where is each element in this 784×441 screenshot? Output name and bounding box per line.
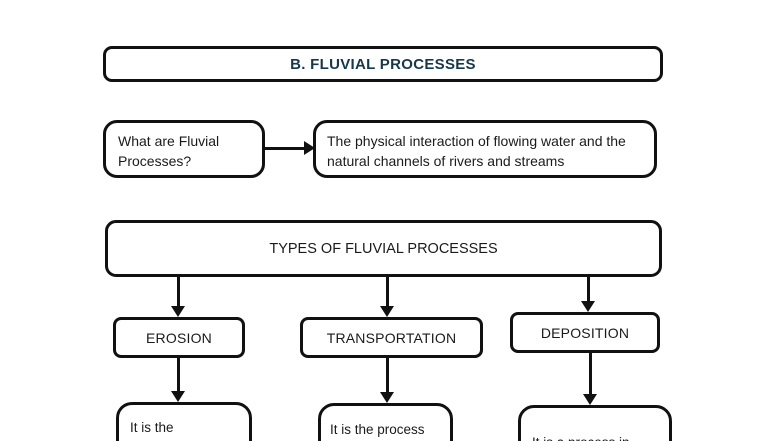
arrow-down-icon [171,306,185,317]
arrow-down-shaft [589,353,592,394]
title-box: B. FLUVIAL PROCESSES [103,46,663,82]
process-label: DEPOSITION [540,324,630,341]
types-box: TYPES OF FLUVIAL PROCESSES [105,220,662,277]
process-label: TRANSPORTATION [326,329,457,346]
arrow-down-icon [380,306,394,317]
process-box-deposition: DEPOSITION [510,312,660,353]
description-box-transportation: It is the process [318,403,453,441]
question-box: What are Fluvial Processes? [103,120,265,178]
question-text: What are Fluvial Processes? [118,133,220,169]
answer-text: The physical interaction of flowing wate… [327,133,626,169]
description-box-erosion: It is the [116,402,252,441]
arrow-down-icon [583,394,597,405]
process-box-erosion: EROSION [113,317,245,358]
arrow-down-shaft [177,358,180,391]
process-box-transportation: TRANSPORTATION [300,317,483,358]
arrow-down-icon [380,392,394,403]
description-text: It is the [130,420,174,435]
process-label: EROSION [146,329,212,346]
arrow-down-icon [171,391,185,402]
description-text: It is a process in [532,433,658,441]
arrow-down-shaft [386,277,389,306]
arrow-down-shaft [386,358,389,392]
arrow-down-icon [581,301,595,312]
arrow-right-icon [304,141,315,155]
description-text: It is the process [330,422,425,437]
arrow-down-shaft [587,277,590,301]
description-box-deposition: It is a process in [518,405,672,441]
page-title: B. FLUVIAL PROCESSES [290,55,476,73]
answer-box: The physical interaction of flowing wate… [313,120,657,178]
arrow-right-shaft [265,147,305,150]
arrow-down-shaft [177,277,180,306]
types-heading: TYPES OF FLUVIAL PROCESSES [269,240,498,257]
